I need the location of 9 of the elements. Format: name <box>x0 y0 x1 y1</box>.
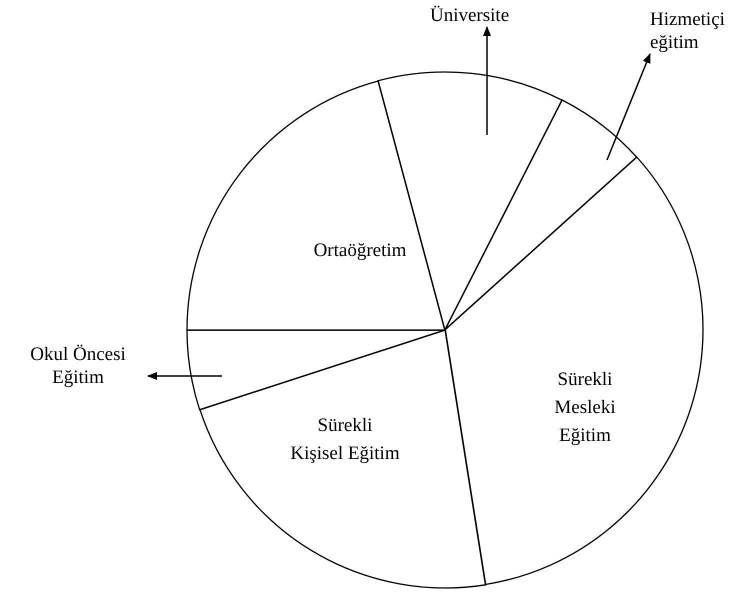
slice-label: Ortaöğretim <box>312 238 408 263</box>
arrow <box>606 53 651 160</box>
callout-label: Hizmetiçi eğitim <box>650 8 750 54</box>
slice-label: Sürekli Kişisel Eğitim <box>290 414 400 466</box>
arrow <box>147 372 222 380</box>
callout-label: Üniversite <box>430 4 510 27</box>
arrow <box>483 26 491 135</box>
slice-label: Sürekli Mesleki Eğitim <box>553 368 617 448</box>
callout-label: Okul Öncesi Eğitim <box>8 343 148 389</box>
